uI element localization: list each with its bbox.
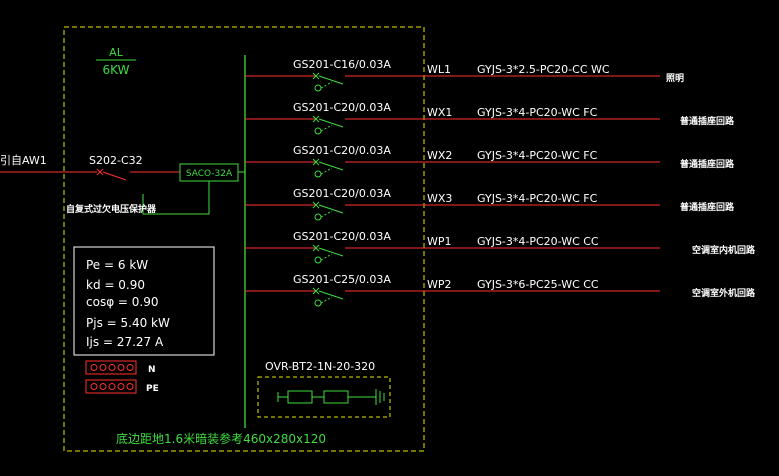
breaker-symbol [312,244,344,264]
calc-kd: kd = 0.90 [86,278,145,292]
rcd-link [320,167,333,175]
breaker-label: GS201-C20/0.03A [293,187,391,200]
calc-cos: cosφ = 0.90 [86,295,159,309]
circuit-use: 普通插座回路 [680,115,735,127]
circuit-row: GS201-C20/0.03A WX1 GYJS-3*4-PC20-WC FC 普通插… [245,101,735,135]
rcd-coil [314,170,322,178]
calc-ijs: Ijs = 27.27 A [86,335,164,349]
pe-terminal-block [85,379,137,394]
breaker-symbol [312,115,344,135]
calc-pe: Pe = 6 kW [86,258,148,272]
protector-sense-line [142,181,210,215]
breaker-cross [312,201,320,209]
breaker-label: GS201-C20/0.03A [293,230,391,243]
breaker-blade [318,161,344,171]
circuit-use: 普通插座回路 [680,158,735,170]
cable-spec: GYJS-3*4-PC20-WC CC [477,235,599,248]
cable-spec: GYJS-3*4-PC20-WC FC [477,192,598,205]
breaker-label: GS201-C20/0.03A [293,101,391,114]
circuit-row: GS201-C20/0.03A WX3 GYJS-3*4-PC20-WC FC 普通插… [245,187,735,221]
breaker-blade [318,204,344,214]
cable-spec: GYJS-3*4-PC20-WC FC [477,106,598,119]
breaker-label: GS201-C20/0.03A [293,144,391,157]
protector-label: SACO-32A [186,169,233,179]
circuit-use: 空调室外机回路 [692,287,756,299]
circuit-id: WX1 [427,106,452,119]
rcd-coil [314,213,322,221]
main-breaker-symbol [96,168,127,181]
breaker-cross [312,158,320,166]
pe-terminal-label: PE [146,384,159,394]
circuit-row: GS201-C16/0.03A WL1 GYJS-3*2.5-PC20-CC WC 照… [245,58,684,92]
breaker-blade [318,290,344,300]
rcd-link [320,81,333,89]
cable-spec: GYJS-3*6-PC25-WC CC [477,278,599,291]
circuit-row: GS201-C20/0.03A WP1 GYJS-3*4-PC20-WC CC 空调室… [245,230,756,264]
rcd-link [320,253,333,261]
panel-power: 6KW [103,63,130,77]
circuit-use: 照明 [666,73,684,84]
cable-spec: GYJS-3*4-PC20-WC FC [477,149,598,162]
n-terminal-block [85,360,137,375]
circuit-list: GS201-C16/0.03A WL1 GYJS-3*2.5-PC20-CC WC 照… [245,58,756,307]
breaker-label: GS201-C16/0.03A [293,58,391,71]
circuit-row: GS201-C20/0.03A WX2 GYJS-3*4-PC20-WC FC 普通插… [245,144,735,178]
breaker-symbol [312,158,344,178]
protector-note: 自复式过欠电压保护器 [66,203,157,215]
spd-outline [257,376,391,418]
rcd-link [320,296,333,304]
footer-note: 底边距地1.6米暗装参考460x280x120 [116,431,326,446]
panel-name: AL [109,46,124,59]
rcd-coil [314,299,322,307]
circuit-id: WX2 [427,149,452,162]
circuit-id: WP1 [427,235,452,248]
breaker-blade [318,118,344,128]
main-breaker-label: S202-C32 [89,154,143,167]
circuit-id: WL1 [427,63,451,76]
spd-label: OVR-BT2-1N-20-320 [265,360,375,373]
circuit-row: GS201-C25/0.03A WP2 GYJS-3*6-PC25-WC CC 空调室… [245,273,756,307]
rcd-link [320,210,333,218]
rcd-coil [314,256,322,264]
breaker-cross [312,244,320,252]
breaker-label: GS201-C25/0.03A [293,273,391,286]
spd-symbol [277,389,385,405]
rcd-coil [314,84,322,92]
calc-pjs: Pjs = 5.40 kW [86,316,170,330]
panel-outline [63,26,425,452]
rcd-link [320,124,333,132]
cable-spec: GYJS-3*2.5-PC20-CC WC [477,63,610,76]
rcd-coil [314,127,322,135]
circuit-id: WP2 [427,278,452,291]
breaker-symbol [312,287,344,307]
calc-box [73,246,215,356]
circuit-use: 普通插座回路 [680,201,735,213]
breaker-cross [312,115,320,123]
breaker-symbol [312,201,344,221]
n-terminal-label: N [148,365,156,375]
breaker-cross [312,72,320,80]
breaker-symbol [312,72,344,92]
circuit-id: WX3 [427,192,452,205]
breaker-blade [318,75,344,85]
incoming-label: 引自AW1 [0,153,47,167]
breaker-cross [312,287,320,295]
breaker-blade [318,247,344,257]
circuit-use: 空调室内机回路 [692,244,756,256]
